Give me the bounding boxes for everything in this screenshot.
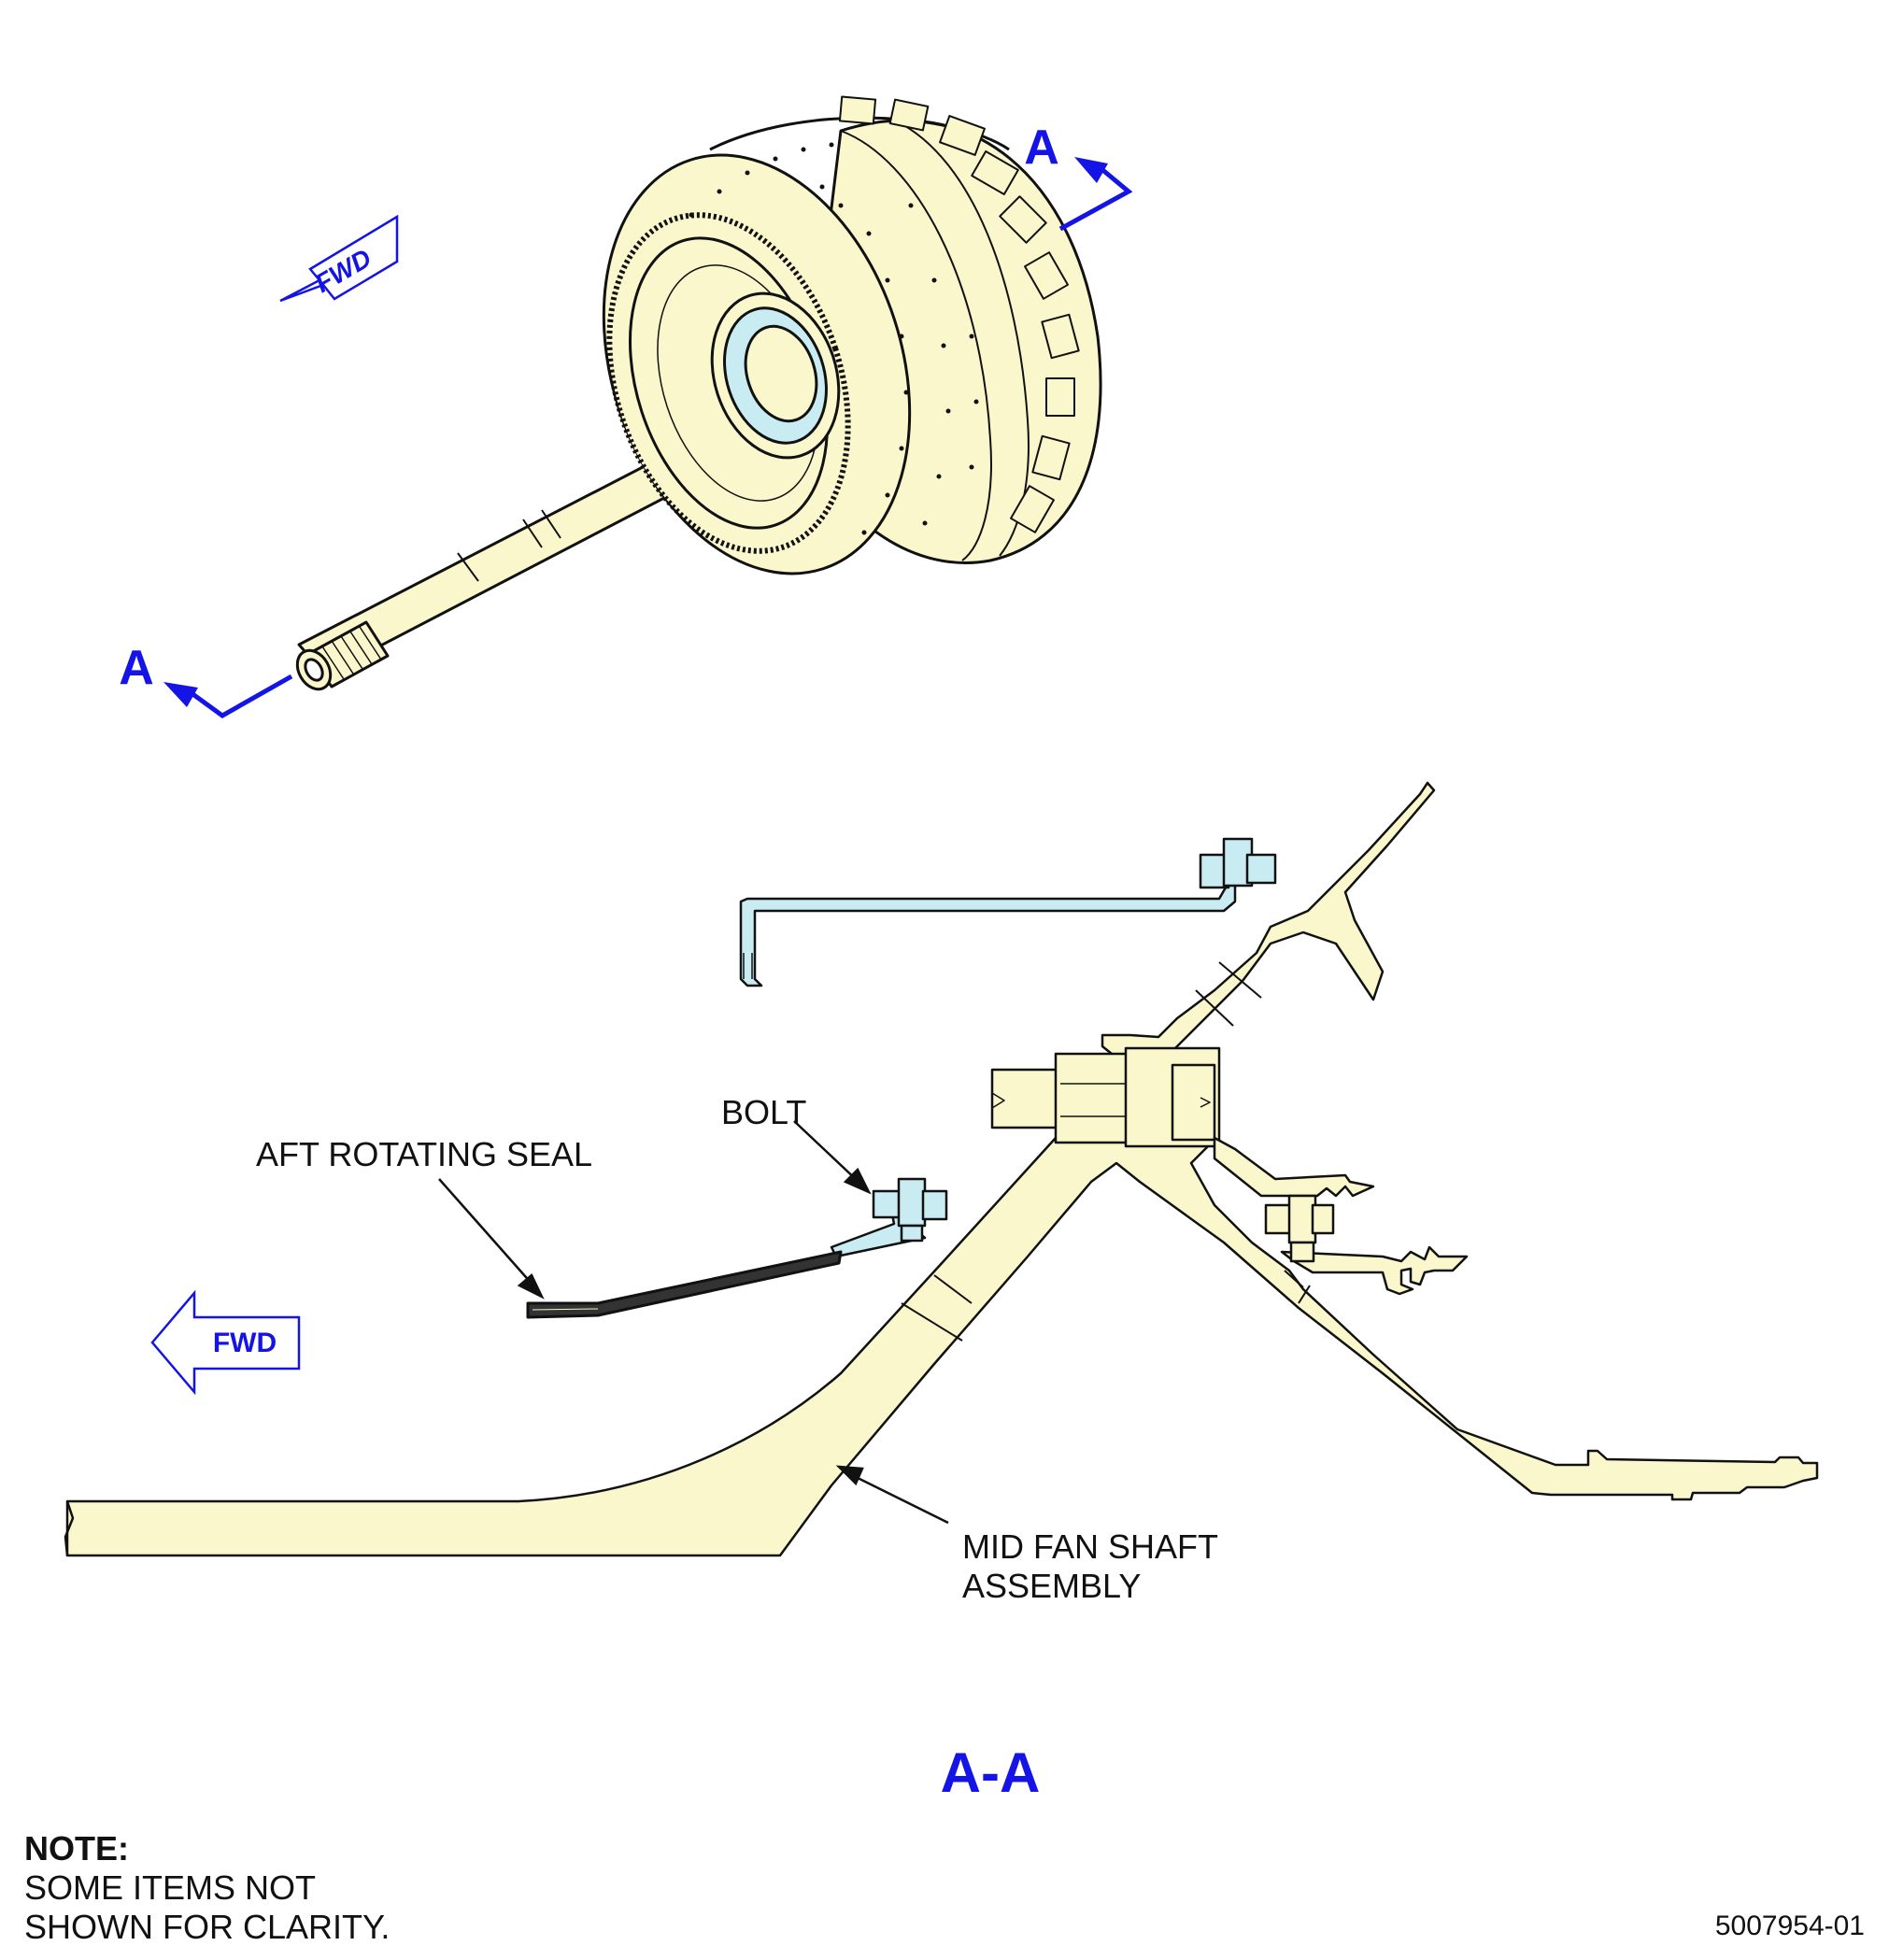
section-marker-upper: A [1024, 121, 1133, 232]
fwd-arrow-lower: FWD [150, 1289, 301, 1396]
callout-mid-fan-shaft-line2: ASSEMBLY [962, 1567, 1141, 1605]
flange-nut [990, 1046, 1221, 1148]
fan-rotor-isometric [295, 95, 1102, 691]
aft-flange-lower [1280, 1245, 1469, 1296]
mid-fan-shaft-section [65, 781, 1819, 1557]
callout-aft-rotating-seal: AFT ROTATING SEAL [256, 1135, 592, 1173]
callout-mid-fan-shaft-line1: MID FAN SHAFT [962, 1527, 1218, 1566]
fwd-arrow-lower-label: FWD [213, 1328, 277, 1358]
callout-bolt: BOLT [721, 1093, 806, 1131]
section-letter-upper: A [1024, 121, 1059, 175]
section-marker-lower: A [119, 641, 293, 718]
note-block: NOTE: SOME ITEMS NOT SHOWN FOR CLARITY. [24, 1829, 390, 1947]
section-view-aa [64, 781, 1819, 1557]
note-line-2: SHOWN FOR CLARITY. [24, 1908, 391, 1946]
note-title: NOTE: [24, 1829, 129, 1868]
section-letter-lower: A [119, 641, 154, 695]
upper-bolt [1199, 837, 1277, 889]
aft-flange [1213, 1136, 1375, 1198]
note-line-1: SOME ITEMS NOT [24, 1868, 317, 1907]
seal-bolt [872, 1177, 948, 1243]
section-title: A-A [941, 1741, 1041, 1804]
figure-number: 5007954-01 [1714, 1910, 1865, 1941]
fwd-arrow-upper: FWD [279, 214, 399, 303]
leader-lines [438, 1120, 949, 1525]
fan-drum-iso [602, 95, 1102, 575]
upper-bracket [739, 872, 1237, 987]
aft-rotating-seal [526, 1213, 927, 1319]
aft-bolt [1264, 1194, 1335, 1263]
